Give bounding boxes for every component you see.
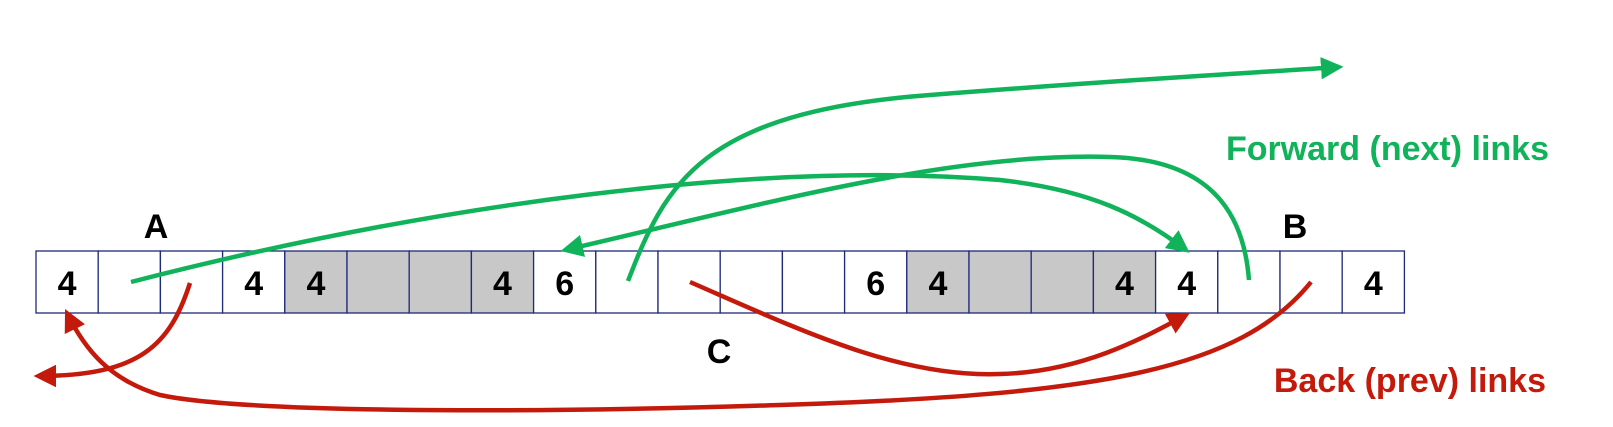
cell-size-label: 4 [493, 265, 512, 303]
memory-cell [35, 250, 99, 314]
memory-cell [781, 250, 846, 314]
marker-a: A [144, 208, 169, 246]
legend-forward-links: Forward (next) links [1226, 130, 1549, 168]
legend-back-links: Back (prev) links [1274, 362, 1546, 400]
memory-cell [1217, 250, 1281, 314]
back-link-a-to-offpage [33, 282, 193, 388]
memory-cell [97, 250, 162, 314]
cell-size-label: 4 [244, 265, 263, 303]
cell-size-label: 4 [928, 265, 947, 303]
forward-links-group [130, 56, 1344, 285]
forward-link-c-to-offpage [625, 56, 1344, 282]
marker-c: C [707, 333, 732, 371]
memory-cell [1341, 250, 1406, 314]
memory-cell [843, 250, 908, 314]
forward-link-b-to-six [560, 154, 1252, 281]
memory-cell [719, 250, 784, 314]
memory-cell [1030, 250, 1095, 314]
memory-block-row: 4 4 4 4 6 6 4 4 4 4 [35, 250, 1406, 314]
back-links-group [33, 279, 1313, 413]
memory-cell [408, 250, 473, 314]
memory-cell [595, 250, 659, 314]
cell-size-label: 4 [1115, 265, 1134, 303]
memory-cell [1092, 250, 1157, 314]
memory-cell [346, 250, 410, 314]
memory-cell [657, 250, 721, 314]
back-link-c-to-right [689, 279, 1190, 377]
forward-link-a-to-right [130, 173, 1190, 285]
cell-size-label: 4 [58, 265, 77, 303]
cell-size-label: 4 [1177, 265, 1196, 303]
cell-size-label: 6 [866, 265, 885, 303]
memory-cell [1154, 250, 1219, 314]
cell-size-label: 4 [1364, 265, 1383, 303]
cell-size-label: 6 [555, 265, 574, 303]
memory-cell [968, 250, 1032, 314]
memory-cell [532, 250, 597, 314]
back-link-b-to-a [64, 280, 1313, 413]
memory-cell [470, 250, 535, 314]
cell-size-label: 4 [306, 265, 325, 303]
memory-cell [906, 250, 970, 314]
marker-b: B [1283, 208, 1308, 246]
